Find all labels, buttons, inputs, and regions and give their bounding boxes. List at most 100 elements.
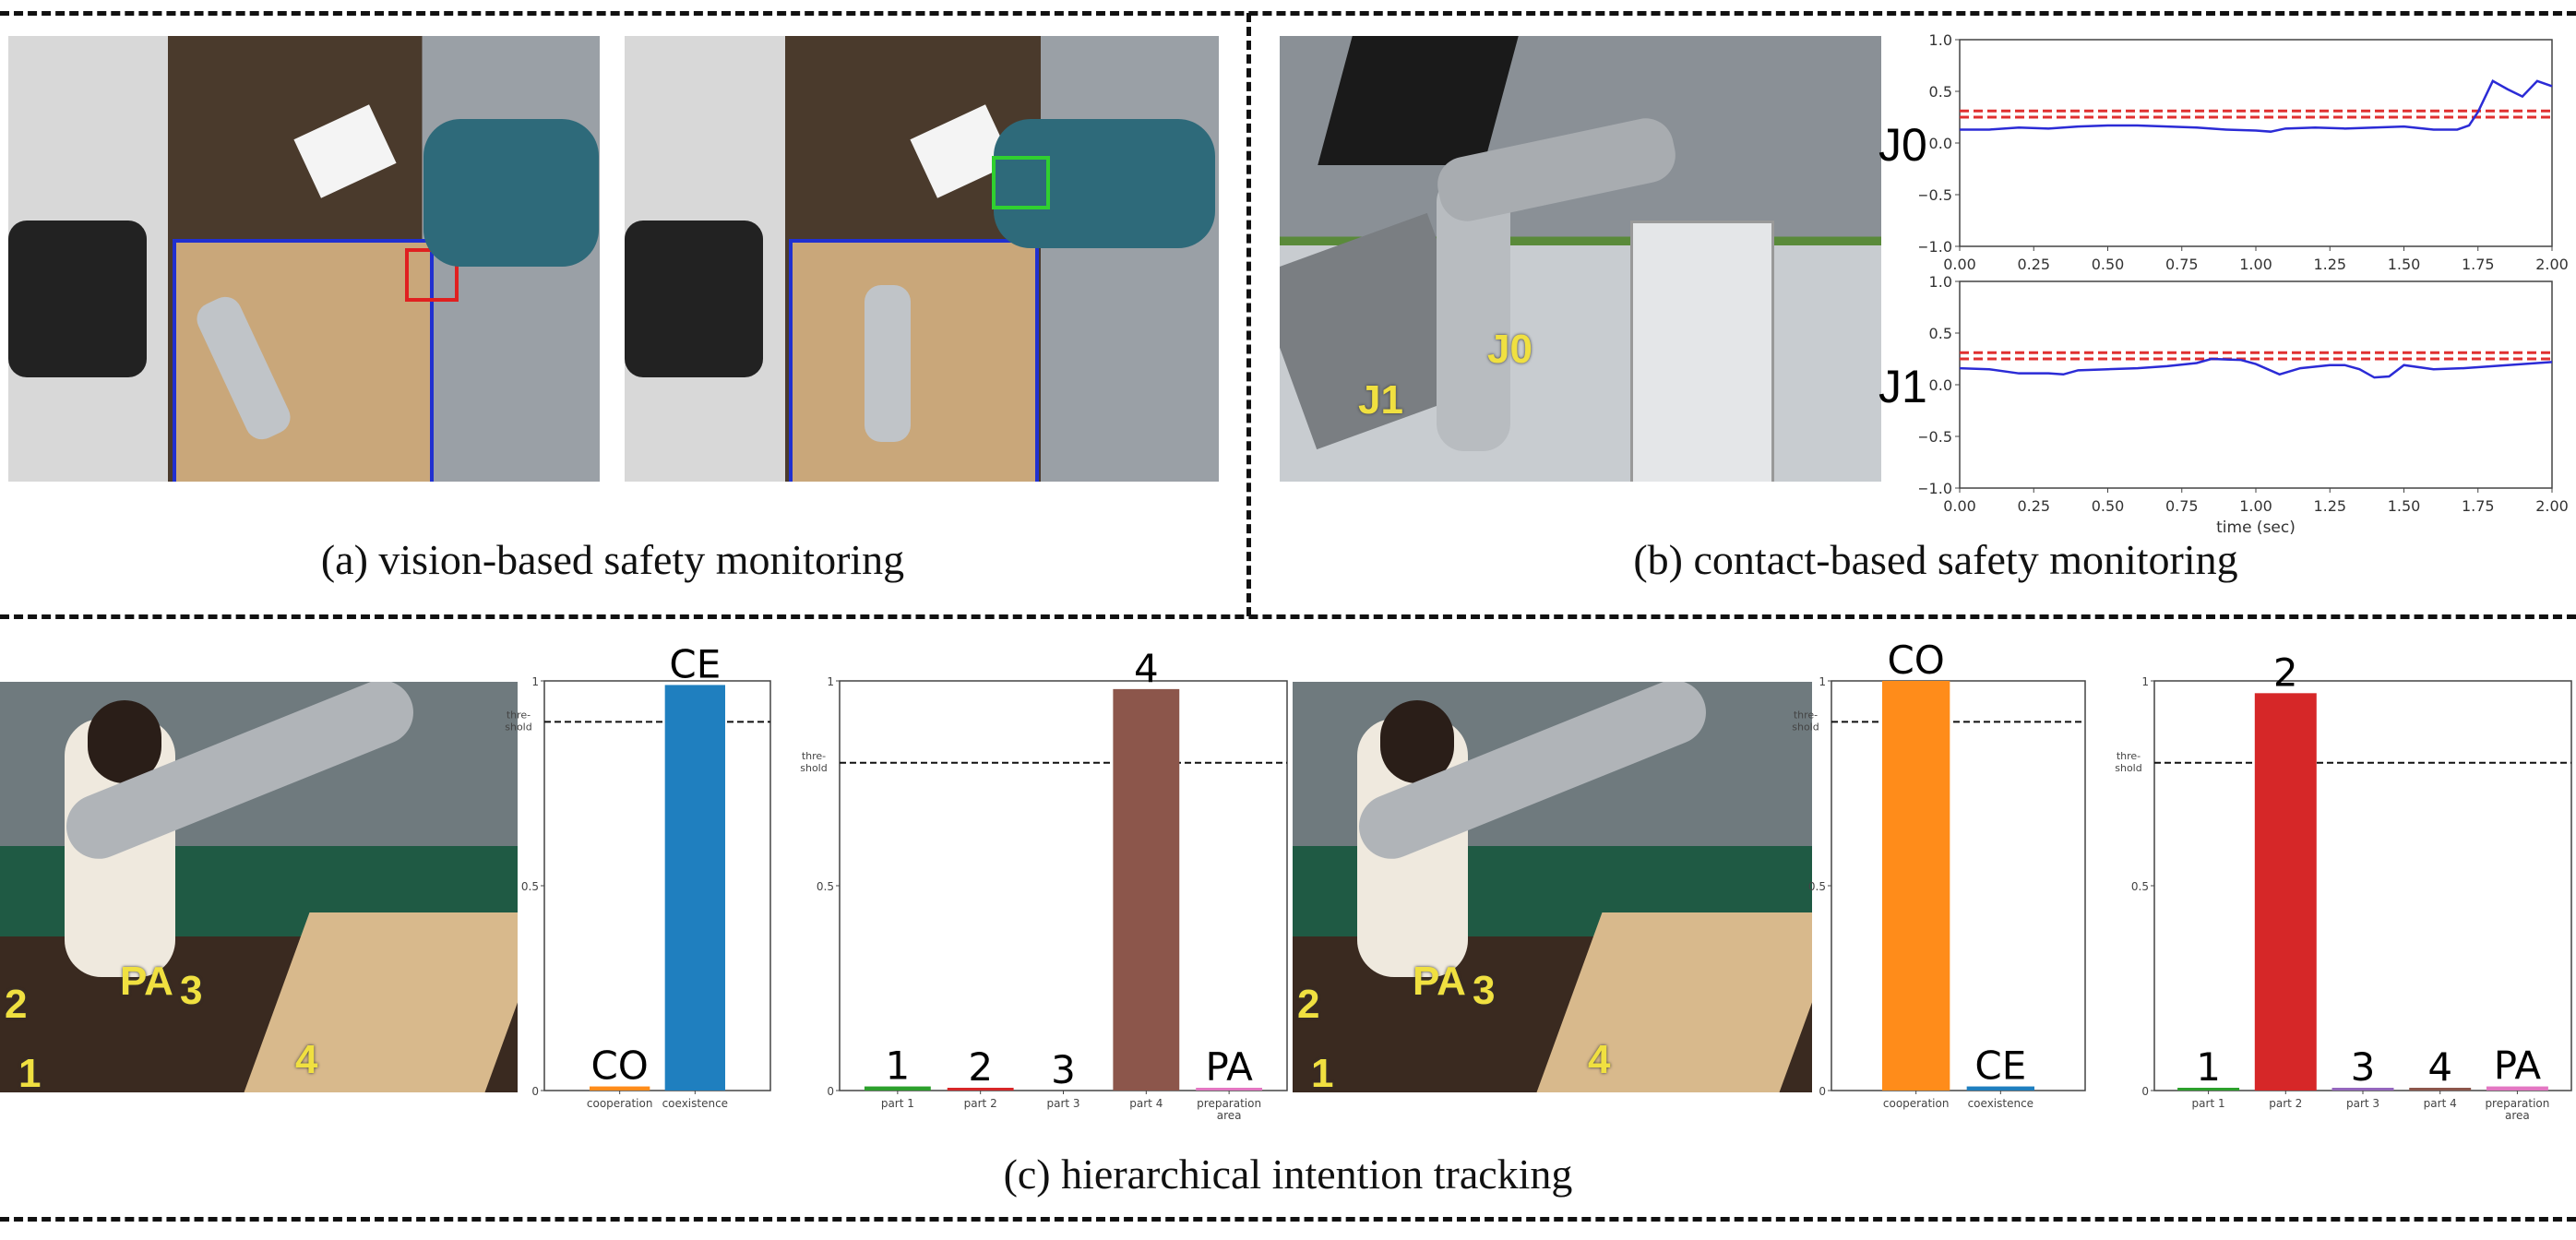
threshold-label: shold — [2115, 762, 2141, 774]
bar-4 — [2486, 1086, 2548, 1091]
y-tick-label: 1.0 — [1929, 31, 1952, 49]
bar-annotation: PA — [2494, 1043, 2542, 1089]
y-tick-label: 0 — [531, 1085, 539, 1098]
x-tick-label: cooperation — [1883, 1097, 1950, 1110]
plot-frame — [1831, 680, 2086, 1091]
bar-2 — [2332, 1088, 2394, 1091]
middle-divider — [0, 614, 2576, 619]
bar-1 — [1966, 1086, 2034, 1091]
threshold-label: thre- — [802, 750, 826, 762]
threshold-label: thre- — [2117, 750, 2141, 762]
zone-label-3: 3 — [180, 968, 203, 1013]
x-tick-label: 0.75 — [2165, 256, 2199, 273]
bar-annotation: CE — [669, 641, 721, 686]
x-tick-label: part 4 — [2424, 1097, 2457, 1110]
y-tick-label: −1.0 — [1919, 480, 1952, 497]
x-axis-label: time (sec) — [2216, 519, 2296, 537]
y-tick-label: 0.5 — [817, 880, 834, 893]
photo-label-j0: J0 — [1487, 327, 1532, 372]
y-tick-label: 0.0 — [1929, 135, 1952, 152]
threshold-label: shold — [800, 762, 827, 774]
vision-monitor-frame-1 — [8, 36, 600, 482]
plot-frame — [543, 680, 771, 1091]
y-tick-label: −0.5 — [1919, 428, 1952, 446]
y-tick-label: 0.5 — [1808, 880, 1826, 893]
x-tick-label: 1.50 — [2388, 256, 2421, 273]
x-tick-label: coexistence — [1968, 1097, 2033, 1110]
x-tick-label: 0.25 — [2017, 256, 2050, 273]
x-tick-label: preparation — [2485, 1097, 2549, 1110]
x-tick-label: 2.00 — [2535, 497, 2569, 515]
y-tick-label: 0.0 — [1929, 376, 1952, 394]
zone-label-pa: PA — [120, 959, 173, 1004]
bar-0 — [2177, 1088, 2240, 1091]
x-tick-label: 1.50 — [2388, 497, 2421, 515]
plot-frame — [2153, 680, 2572, 1091]
zone-label-pa: PA — [1413, 959, 1466, 1004]
x-tick-label: part 4 — [1129, 1097, 1163, 1110]
torque-series-line — [1959, 357, 2553, 379]
zone-label-1: 1 — [1311, 1051, 1334, 1092]
y-tick-label: 0 — [2141, 1085, 2149, 1098]
x-tick-label: 0.00 — [1943, 497, 1976, 515]
x-tick-label: part 1 — [881, 1097, 914, 1110]
threshold-label: thre- — [1794, 709, 1818, 721]
x-tick-label: preparation — [1197, 1097, 1261, 1110]
bar-annotation: 3 — [2351, 1044, 2376, 1090]
x-tick-label: 1.75 — [2462, 497, 2495, 515]
y-tick-label: 0 — [1819, 1085, 1826, 1098]
bar-annotation: 2 — [2273, 650, 2298, 695]
top-divider — [0, 11, 2576, 16]
plot-frame — [1959, 39, 2553, 247]
y-tick-label: −1.0 — [1919, 238, 1952, 256]
x-tick-label: cooperation — [587, 1097, 653, 1110]
zone-label-2: 2 — [1297, 982, 1320, 1027]
caption-c: (c) hierarchical intention tracking — [1003, 1151, 1573, 1198]
bar-3 — [1113, 688, 1180, 1091]
x-tick-label: 0.75 — [2165, 497, 2199, 515]
bar-annotation: 1 — [886, 1043, 911, 1089]
bar-annotation: 4 — [2427, 1044, 2452, 1090]
bar-annotation: 3 — [1051, 1047, 1076, 1092]
x-tick-label: 2.00 — [2535, 256, 2569, 273]
x-tick-label: 1.00 — [2239, 497, 2272, 515]
row-label-j1: J1 — [1878, 361, 1927, 412]
y-tick-label: 0.5 — [1929, 325, 1952, 342]
plot-frame — [1959, 280, 2553, 489]
intention-photo-1: PA 1 2 3 4 — [0, 682, 518, 1092]
x-tick-label: part 3 — [2346, 1097, 2379, 1110]
x-tick-label: 0.50 — [2092, 256, 2125, 273]
bar-3 — [2409, 1088, 2472, 1091]
y-tick-label: 1 — [827, 675, 834, 688]
x-tick-label: part 2 — [2269, 1097, 2302, 1110]
y-tick-label: 0.5 — [1929, 83, 1952, 101]
x-tick-label: part 3 — [1046, 1097, 1079, 1110]
caption-b: (b) contact-based safety monitoring — [1633, 536, 2238, 583]
zone-label-2: 2 — [5, 982, 28, 1027]
x-tick-label: area — [2505, 1109, 2530, 1122]
y-tick-label: 1.0 — [1929, 273, 1952, 291]
vertical-divider — [1246, 13, 1251, 616]
x-tick-label: 0.00 — [1943, 256, 1976, 273]
bar-annotation: CO — [590, 1043, 648, 1089]
y-tick-label: −0.5 — [1919, 186, 1952, 204]
torque-series-line — [1960, 79, 2553, 133]
row-label-j0: J0 — [1878, 119, 1927, 171]
bar-annotation: CE — [1974, 1043, 2026, 1089]
x-tick-label: 1.25 — [2313, 497, 2346, 515]
bar-annotation: CO — [1887, 638, 1944, 683]
x-tick-label: coexistence — [662, 1097, 728, 1110]
x-tick-label: 1.25 — [2313, 256, 2346, 273]
bar-annotation: 4 — [1134, 646, 1159, 691]
threshold-label: shold — [505, 721, 531, 733]
bar-annotation: PA — [1205, 1044, 1253, 1090]
interaction-mode-chart-2: 00.51thre-sholdcooperationCOcoexistenceC… — [1792, 638, 2086, 1110]
bar-0 — [864, 1086, 931, 1091]
bar-4 — [1196, 1088, 1263, 1091]
x-tick-label: 0.25 — [2017, 497, 2050, 515]
y-tick-label: 0.5 — [2131, 880, 2149, 893]
x-tick-label: part 1 — [2192, 1097, 2225, 1110]
